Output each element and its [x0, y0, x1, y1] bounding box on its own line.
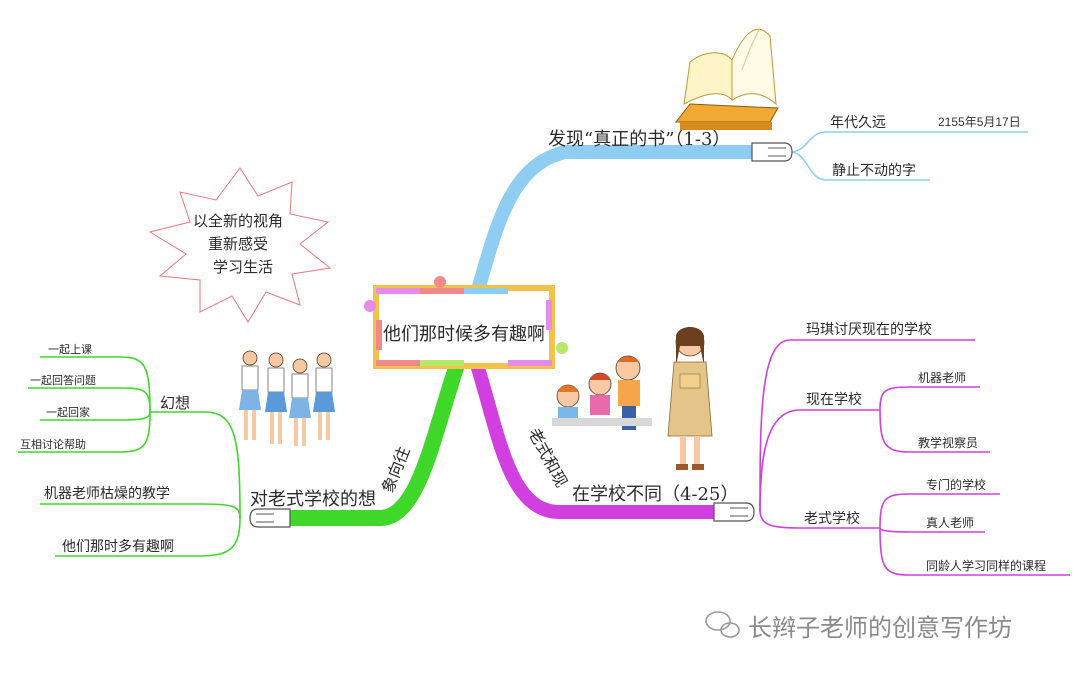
node-special-school: 专门的学校: [926, 477, 986, 492]
right-branch-label: 在学校不同（4-25）: [572, 484, 738, 505]
right-branch-line: [471, 361, 729, 519]
node-robot-teacher: 机器老师: [918, 371, 966, 385]
node-how-fun: 他们那时多有趣啊: [62, 538, 174, 555]
wechat-icon: [705, 611, 740, 638]
node-fantasy: 幻想: [160, 394, 190, 412]
node-static-words: 静止不动的字: [832, 163, 916, 179]
left-branch-children: [18, 356, 241, 557]
node-answer-together: 一起回答问题: [30, 373, 96, 387]
node-dislike-school: 玛琪讨厌现在的学校: [806, 321, 932, 338]
right-branch-rotated-label: 老式和现: [524, 425, 571, 490]
teacher-children-illustration: [552, 327, 713, 470]
node-discuss-help: 互相讨论帮助: [20, 437, 86, 451]
students-illustration: [239, 350, 335, 446]
hand-pointer-top: [751, 142, 793, 162]
node-study-together: 一起上课: [48, 343, 92, 356]
node-go-home-together: 一起回家: [46, 405, 90, 419]
open-book-illustration: [674, 27, 779, 130]
left-branch-label: 对老式学校的想: [250, 489, 376, 510]
top-branch-children: [789, 131, 1028, 181]
node-same-course: 同龄人学习同样的课程: [926, 558, 1046, 573]
node-old-school: 老式学校: [804, 510, 860, 527]
watermark-text: 长辫子老师的创意写作坊: [748, 614, 1012, 642]
starburst-note: 以全新的视角 重新感受 学习生活: [148, 167, 332, 323]
left-branch-line: [277, 360, 464, 526]
central-node: 他们那时候多有趣啊: [364, 276, 568, 369]
star-note-line-2: 重新感受: [208, 235, 268, 253]
node-inspector: 教学视察员: [918, 435, 978, 450]
top-branch-line: [471, 145, 767, 297]
hand-pointer-right: [713, 502, 755, 522]
right-branch-children: [759, 339, 1070, 576]
node-boring-teaching: 机器老师枯燥的教学: [44, 486, 170, 502]
watermark: 长辫子老师的创意写作坊: [705, 611, 1012, 642]
node-real-teacher: 真人老师: [926, 516, 974, 530]
node-ancient: 年代久远: [830, 115, 886, 131]
starburst-shape: [148, 167, 332, 323]
central-title: 他们那时候多有趣啊: [383, 324, 545, 345]
top-branch-label: 发现“真正的书”（1-3）: [548, 129, 730, 150]
star-note-line-1: 以全新的视角: [193, 212, 283, 230]
node-date: 2155年5月17日: [938, 115, 1021, 129]
star-note-line-3: 学习生活: [213, 258, 273, 276]
hand-pointer-left: [249, 508, 291, 528]
node-current-school: 现在学校: [806, 391, 862, 408]
